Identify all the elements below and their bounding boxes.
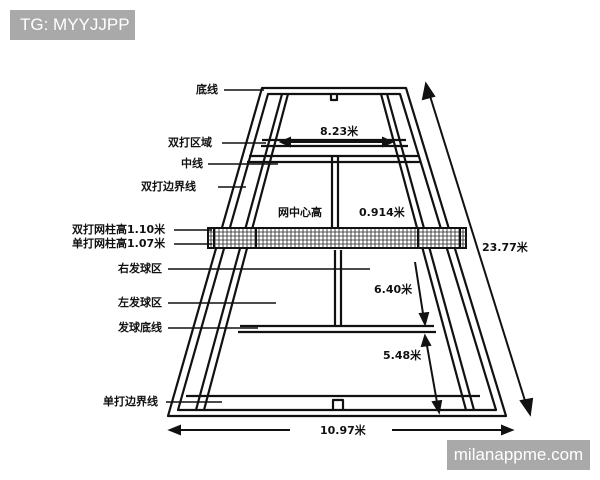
- label-doubles-sideline: 双打边界线: [141, 180, 196, 193]
- doubles-outer-boundary: [166, 86, 508, 418]
- label-net-center-height: 网中心高: [278, 206, 322, 219]
- dim-doubles-width: 10.97米: [320, 424, 366, 437]
- net: [207, 227, 467, 249]
- watermark-bottom-right: milanappme.com: [447, 440, 590, 470]
- label-net-center-value: 0.914米: [359, 206, 405, 219]
- dim-service-6-40: 6.40米: [374, 283, 413, 296]
- dim-full-length: 23.77米: [482, 241, 528, 254]
- label-center-line: 中线: [181, 157, 203, 170]
- dim-singles-width: 8.23米: [320, 125, 359, 138]
- label-left-service-court: 左发球区: [118, 296, 162, 309]
- dim-back-5-48: 5.48米: [383, 349, 422, 362]
- label-singles-sideline: 单打边界线: [103, 395, 158, 408]
- label-singles-post-height: 单打网柱高1.07米: [72, 237, 166, 250]
- watermark-top-left: TG: MYYJJPP: [10, 10, 135, 40]
- label-doubles-service-area: 双打区域: [168, 136, 212, 149]
- label-doubles-post-height: 双打网柱高1.10米: [72, 223, 166, 236]
- label-right-service-court: 右发球区: [118, 262, 162, 275]
- label-service-line: 发球底线: [118, 321, 162, 334]
- label-baseline: 底线: [196, 83, 218, 96]
